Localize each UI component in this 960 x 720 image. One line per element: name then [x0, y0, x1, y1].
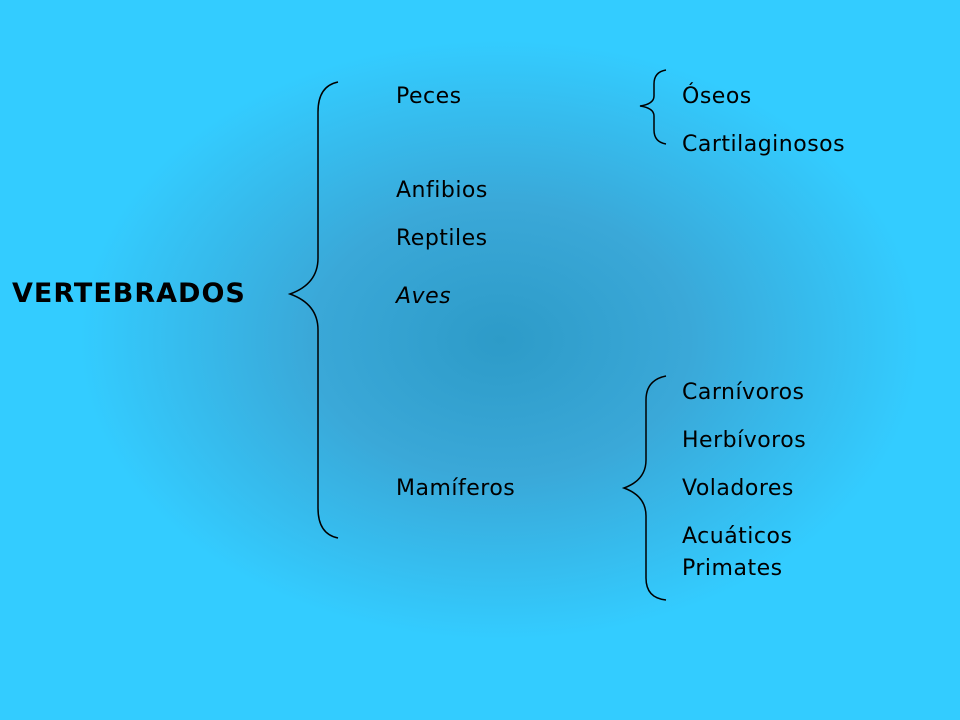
- class-label-reptiles: Reptiles: [396, 226, 488, 251]
- mamiferos-brace: [621, 375, 667, 601]
- subtype-label-acuaticos: Acuáticos: [682, 524, 793, 549]
- subtype-label-oseos: Óseos: [682, 84, 752, 109]
- subtype-label-herbivoros: Herbívoros: [682, 428, 807, 453]
- subtype-label-primates: Primates: [682, 556, 783, 581]
- class-label-aves: Aves: [396, 284, 452, 309]
- subtype-label-carnivoros: Carnívoros: [682, 380, 805, 405]
- class-label-mamiferos: Mamíferos: [396, 476, 516, 501]
- main-brace: [287, 81, 339, 539]
- subtype-label-voladores: Voladores: [682, 476, 794, 501]
- subtype-label-cartilaginosos: Cartilaginosos: [682, 132, 846, 157]
- class-label-anfibios: Anfibios: [396, 178, 488, 203]
- root-label-vertebrados: VERTEBRADOS: [12, 278, 246, 309]
- peces-brace: [639, 69, 667, 145]
- class-label-peces: Peces: [396, 84, 462, 109]
